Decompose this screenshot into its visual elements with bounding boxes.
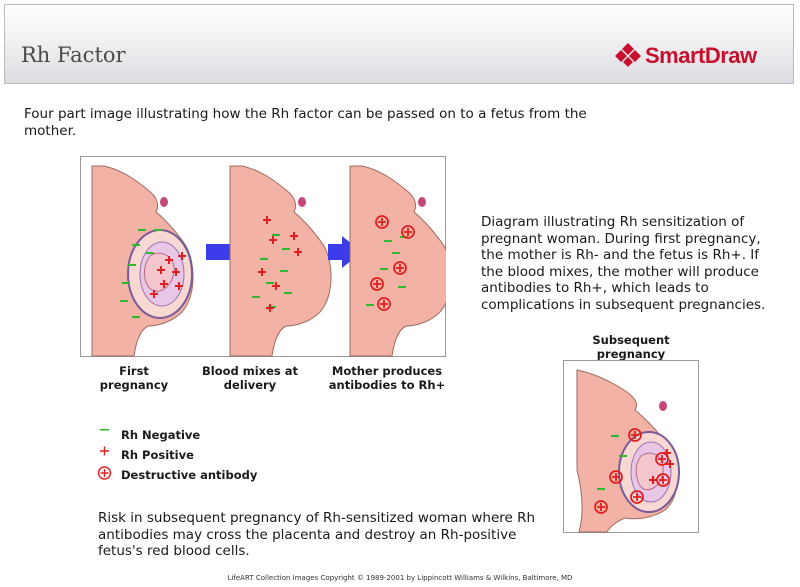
risk-text: Risk in subsequent pregnancy of Rh-sensi… [98, 510, 536, 559]
panel1-rh-negative-marks [120, 229, 162, 318]
legend-label: Destructive antibody [121, 468, 258, 482]
legend-label: Rh Negative [121, 428, 201, 442]
panel3-antibody-marks [370, 215, 415, 311]
circle-plus-icon [97, 466, 112, 480]
diamond-logo-icon [615, 43, 641, 67]
brand-logo: SmartDraw [615, 41, 775, 69]
panel-label-first-pregnancy: First pregnancy [99, 364, 169, 392]
copyright-footer: LifeART Collection Images Copyright © 19… [227, 574, 573, 582]
minus-icon [100, 429, 109, 431]
plus-icon [100, 446, 109, 456]
panel-label-subsequent-pregnancy: Subsequent pregnancy [592, 333, 670, 361]
subsequent-pregnancy-illustration [563, 360, 699, 533]
page-title: Rh Factor [21, 43, 126, 67]
subsequent-pregnancy-figure [563, 360, 699, 538]
subsequent-rh-negative-marks [597, 435, 627, 490]
panel2-rh-positive-marks [258, 216, 302, 312]
panel-label-blood-mixes: Blood mixes at delivery [202, 364, 298, 392]
brand-name: SmartDraw [645, 43, 757, 68]
three-panel-figure [80, 156, 452, 362]
rh-description: Diagram illustrating Rh sensitization of… [481, 214, 766, 313]
panel-label-antibodies: Mother produces antibodies to Rh+ [328, 364, 446, 392]
rh-sensitization-illustration [80, 156, 452, 357]
header-bar: Rh Factor SmartDraw [4, 4, 794, 84]
panel1-rh-positive-marks [150, 252, 186, 298]
subsequent-antibody-marks [594, 428, 670, 514]
intro-text: Four part image illustrating how the Rh … [24, 106, 587, 139]
legend-label: Rh Positive [121, 448, 194, 462]
arrow-icon [328, 236, 362, 268]
